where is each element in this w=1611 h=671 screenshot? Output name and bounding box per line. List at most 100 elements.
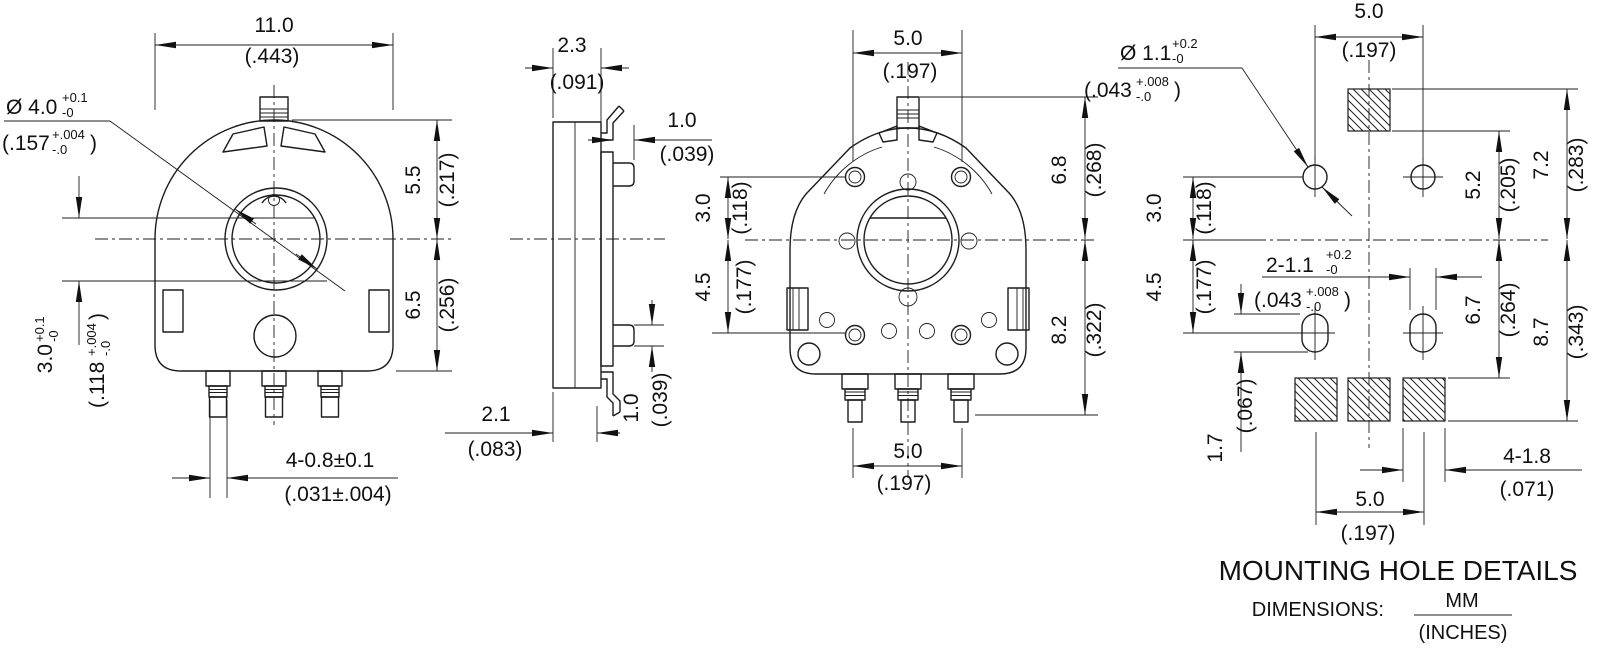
dim-peg-offset-mm: 1.0 xyxy=(667,109,696,132)
dim-body-width-mm: 11.0 xyxy=(254,14,293,37)
dim-terminal-width-in: (.031±.004) xyxy=(284,483,391,506)
dim-body-height-in: (.322) xyxy=(1083,303,1106,358)
terminals xyxy=(205,370,343,418)
units-inches-label: (INCHES) xyxy=(1419,622,1508,644)
dim-tab-offset-in: (.083) xyxy=(468,438,523,461)
dim-lower-pad-top-in: (.264) xyxy=(1497,283,1520,338)
mounting-hole-view: Ø 1.1 +0.2 -0 (.043 +.008 -.0 ) 5.0 (.19… xyxy=(1084,0,1588,545)
dim-shaft-dia-tol-minus: -0 xyxy=(62,105,74,120)
dim-flat-depth-minus: -0 xyxy=(46,330,61,342)
dim-slot-label-plus: +0.2 xyxy=(1326,247,1352,262)
back-view: 5.0 (.197) 6.8 (.268) 8.2 (.322) 3.0 (.1… xyxy=(692,27,1106,495)
dim-flat-depth-in: (.118 xyxy=(86,362,109,408)
dim-lower-height-in: (.256) xyxy=(436,278,459,333)
dim-lower-pad-bottom-mm: 8.7 xyxy=(1530,317,1553,346)
dim-pad-bottom-upper-in: (.205) xyxy=(1497,158,1520,213)
dim-terminal-width-mm: 4-0.8±0.1 xyxy=(286,449,375,472)
dim-body-height-mm: 8.2 xyxy=(1048,315,1071,344)
dim-hole-dia-mm: Ø 1.1 xyxy=(1120,42,1171,65)
dim-flat-depth-in-group: (.118 +.004 -.0 ) xyxy=(84,313,113,408)
dim-shaft-height-in: (.268) xyxy=(1083,143,1106,198)
dim-slot-height-mm: 1.7 xyxy=(1204,433,1227,462)
dim-lower-rivet-in: (.177) xyxy=(733,260,756,315)
rotor-outer-circle xyxy=(224,187,328,291)
dim-slot-label-minus: -0 xyxy=(1326,262,1338,277)
dim-terminal-spacing-in: (.197) xyxy=(877,472,932,495)
shaft-base-notches xyxy=(878,125,938,143)
dim-slot-label-in: (.043 xyxy=(1254,289,1302,312)
dim-slot-label-mm: 2-1.1 xyxy=(1266,254,1314,277)
shaft-bands xyxy=(260,108,288,118)
center-bush-inner xyxy=(863,195,953,285)
dim-lower-height-mm: 6.5 xyxy=(402,290,425,319)
dim-lower-rivet-mm: 4.5 xyxy=(692,272,715,301)
dim-shaft-dia-in-plus: +.004 xyxy=(52,127,85,142)
dim-pad-spacing-bottom-mm: 5.0 xyxy=(1355,488,1384,511)
rim-groove-arcs xyxy=(823,146,993,195)
ext-hole-spacing-top xyxy=(1314,25,1424,160)
ext-heights xyxy=(292,119,452,372)
dim-hole-dia-plus: +0.2 xyxy=(1172,36,1198,51)
dim-shaft-dia-in: (.157 xyxy=(2,132,50,155)
peg-top xyxy=(613,162,635,187)
body-profile xyxy=(552,121,602,389)
dim-shaft-dia-in-minus: -.0 xyxy=(52,142,67,157)
dim-pad-bottom-upper-mm: 5.2 xyxy=(1462,170,1485,199)
dim-upper-hole-in: (.118) xyxy=(1193,181,1216,234)
dim-shaft-dia-in-close: ) xyxy=(90,132,97,155)
ext-slot-width xyxy=(1409,268,1437,310)
dim-pad-top-offset-in: (.283) xyxy=(1565,138,1588,193)
dim-flat-depth-in-plus: +.004 xyxy=(84,323,99,356)
side-tabs xyxy=(786,287,1030,331)
side-view: 2.3 (.091) 1.0 (.039) 2.1 (.083) 1.0 (.0… xyxy=(445,34,714,461)
dim-terminal-spacing-mm: 5.0 xyxy=(893,440,922,463)
dim-thickness-mm: 2.3 xyxy=(557,34,586,57)
dim-upper-height-mm: 5.5 xyxy=(402,165,425,194)
dim-peg-height-mm: 1.0 xyxy=(620,393,643,422)
dim-lower-hole-in: (.177) xyxy=(1193,260,1216,315)
front-view: 11.0 (.443) Ø 4.0 +0.1 -0 (.157 +.004 -.… xyxy=(2,14,459,506)
dim-hole-dia-in-close: ) xyxy=(1174,79,1181,102)
center-bush-outer xyxy=(856,188,960,292)
ext-terminal-width xyxy=(209,400,228,498)
shaft-bands xyxy=(897,109,919,119)
terminals xyxy=(841,373,975,423)
dim-flat-depth-plus: +0.1 xyxy=(32,316,47,342)
small-holes xyxy=(797,173,1019,366)
dim-flat-depth-in-close: ) xyxy=(86,313,109,320)
dim-slot-label-in-minus: -.0 xyxy=(1306,299,1321,314)
side-window-left xyxy=(162,289,184,333)
pad-top xyxy=(1347,88,1391,132)
ext-pad-spacing-bottom xyxy=(1315,432,1425,525)
mount-tab-bottom xyxy=(601,371,621,417)
dim-pad-width-mm: 4-1.8 xyxy=(1503,445,1551,468)
dim-rivet-spacing-top-in: (.197) xyxy=(883,60,938,83)
dim-lower-pad-top-mm: 6.7 xyxy=(1462,295,1485,324)
dim-hole-dia-in: (.043 xyxy=(1084,79,1132,102)
peg-bottom xyxy=(613,324,635,347)
dim-body-width-in: (.443) xyxy=(245,45,300,68)
dim-peg-height-in: (.039) xyxy=(649,373,672,428)
dim-shaft-height-mm: 6.8 xyxy=(1048,155,1071,184)
dimensions-label: DIMENSIONS: xyxy=(1252,599,1384,621)
dim-thickness-in: (.091) xyxy=(550,71,605,94)
shaft-dia-leader xyxy=(109,120,346,292)
dim-hole-dia-minus: -0 xyxy=(1172,51,1184,66)
dim-tab-offset-mm: 2.1 xyxy=(481,403,510,426)
keyway-hole xyxy=(268,194,280,206)
arc-slot-left xyxy=(222,126,268,153)
ext-peg-height xyxy=(634,324,664,347)
shaft-dia-arrow-2 xyxy=(295,253,318,270)
dim-pad-top-offset-mm: 7.2 xyxy=(1530,150,1553,179)
mount-holes xyxy=(1302,157,1443,197)
drawing-title: MOUNTING HOLE DETAILS xyxy=(1219,555,1578,586)
dim-upper-rivet-in: (.118) xyxy=(729,181,752,234)
dim-peg-offset-in: (.039) xyxy=(660,143,715,166)
dim-hole-dia-in-plus: +.008 xyxy=(1136,74,1169,89)
dim-pad-width-in: (.071) xyxy=(1500,478,1555,501)
dim-slot-label-in-close: ) xyxy=(1344,289,1351,312)
dim-hole-spacing-top-in: (.197) xyxy=(1342,39,1397,62)
ext-tab-offset xyxy=(552,392,598,442)
